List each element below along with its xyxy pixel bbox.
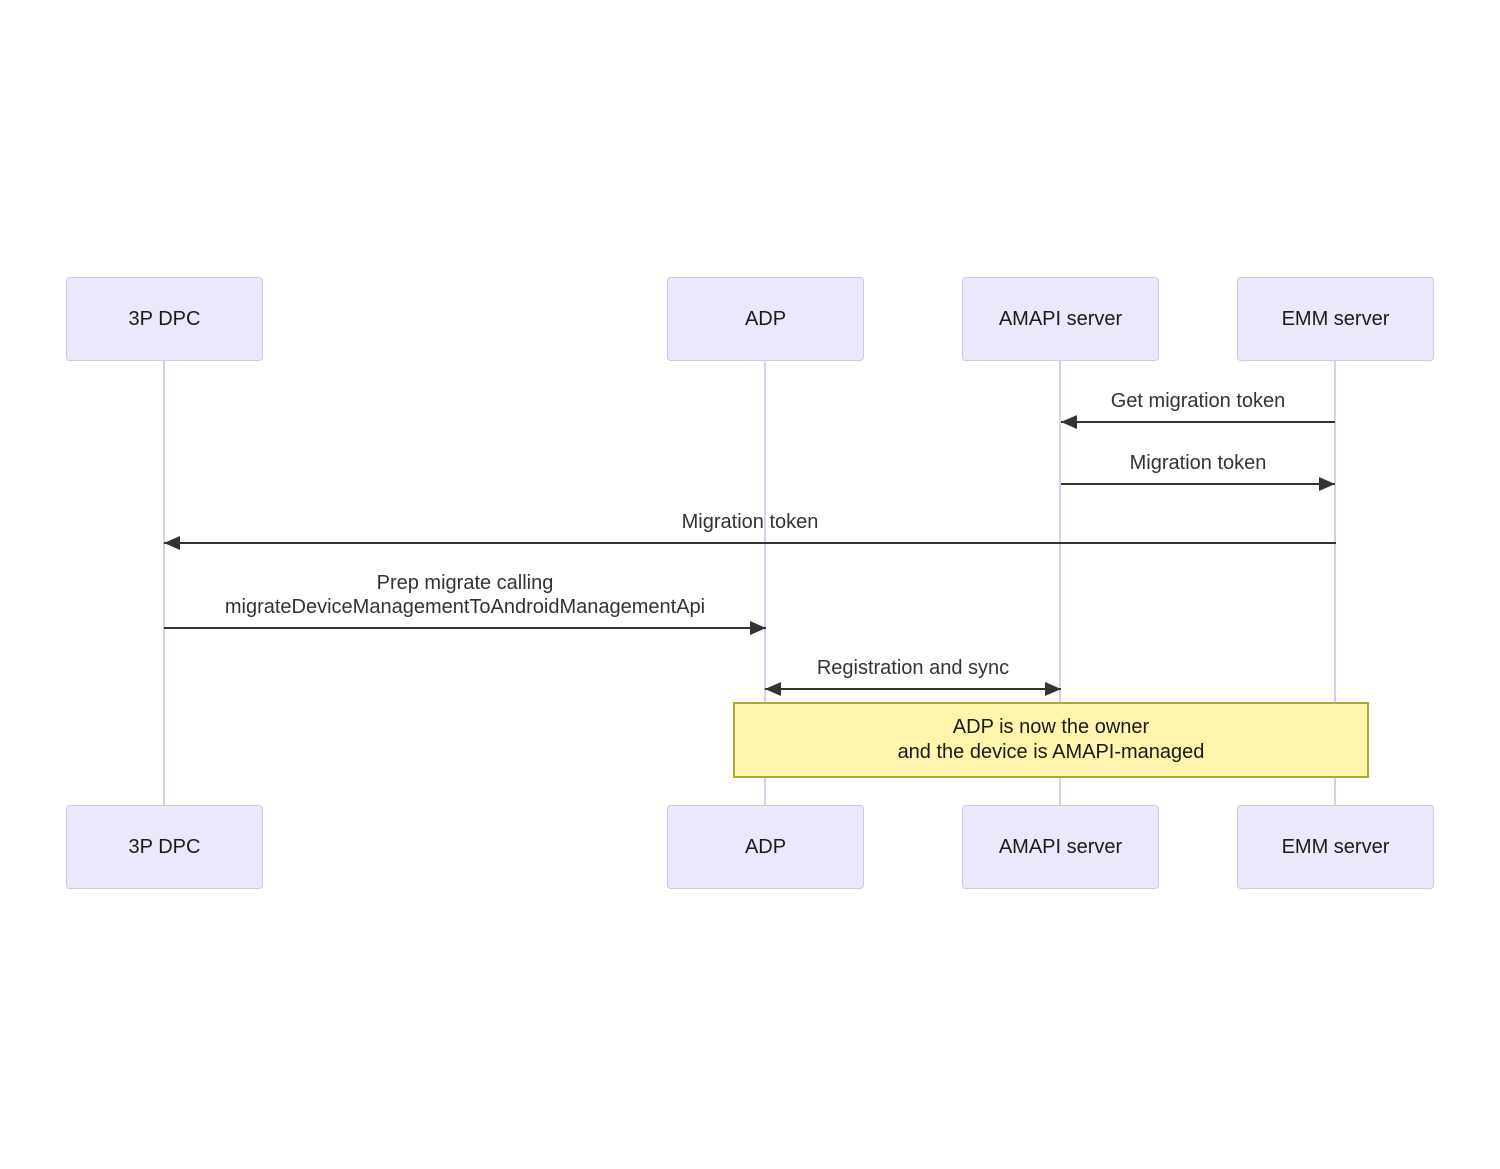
actor-top-3p-dpc: 3P DPC [66, 277, 263, 361]
message-line [765, 688, 1061, 690]
lifeline-amapi-server [1059, 361, 1061, 805]
message-line [164, 542, 1336, 544]
message-label-prep-migrate: Prep migrate calling migrateDeviceManage… [224, 572, 706, 618]
arrowhead-left-icon [1061, 415, 1077, 429]
lifeline-3p-dpc [163, 361, 165, 805]
lifeline-emm-server [1334, 361, 1336, 805]
message-label-registration-and-sync: Registration and sync [816, 657, 1010, 679]
actor-top-amapi-server: AMAPI server [962, 277, 1159, 361]
actor-label: AMAPI server [998, 835, 1123, 858]
actor-label: 3P DPC [128, 307, 201, 330]
actor-label: ADP [744, 307, 787, 330]
actor-bottom-emm-server: EMM server [1237, 805, 1434, 889]
arrowhead-right-icon [1045, 682, 1061, 696]
actor-top-emm-server: EMM server [1237, 277, 1434, 361]
arrowhead-left-icon [164, 536, 180, 550]
message-label-get-migration-token: Get migration token [1110, 390, 1286, 412]
actor-label: 3P DPC [128, 835, 201, 858]
actor-label: ADP [744, 835, 787, 858]
actor-label: EMM server [1281, 835, 1390, 858]
note-text: ADP is now the owner and the device is A… [897, 716, 1205, 763]
message-line [1061, 421, 1335, 423]
arrowhead-right-icon [750, 621, 766, 635]
actor-bottom-amapi-server: AMAPI server [962, 805, 1159, 889]
lifeline-adp [764, 361, 766, 805]
actor-bottom-3p-dpc: 3P DPC [66, 805, 263, 889]
message-line [164, 627, 766, 629]
actor-label: EMM server [1281, 307, 1390, 330]
note-adp-owner: ADP is now the owner and the device is A… [733, 702, 1369, 778]
arrowhead-right-icon [1319, 477, 1335, 491]
message-label-migration-token-long: Migration token [681, 511, 819, 533]
actor-bottom-adp: ADP [667, 805, 864, 889]
message-line [1061, 483, 1335, 485]
actor-top-adp: ADP [667, 277, 864, 361]
message-label-migration-token: Migration token [1129, 452, 1267, 474]
arrowhead-left-icon [765, 682, 781, 696]
actor-label: AMAPI server [998, 307, 1123, 330]
